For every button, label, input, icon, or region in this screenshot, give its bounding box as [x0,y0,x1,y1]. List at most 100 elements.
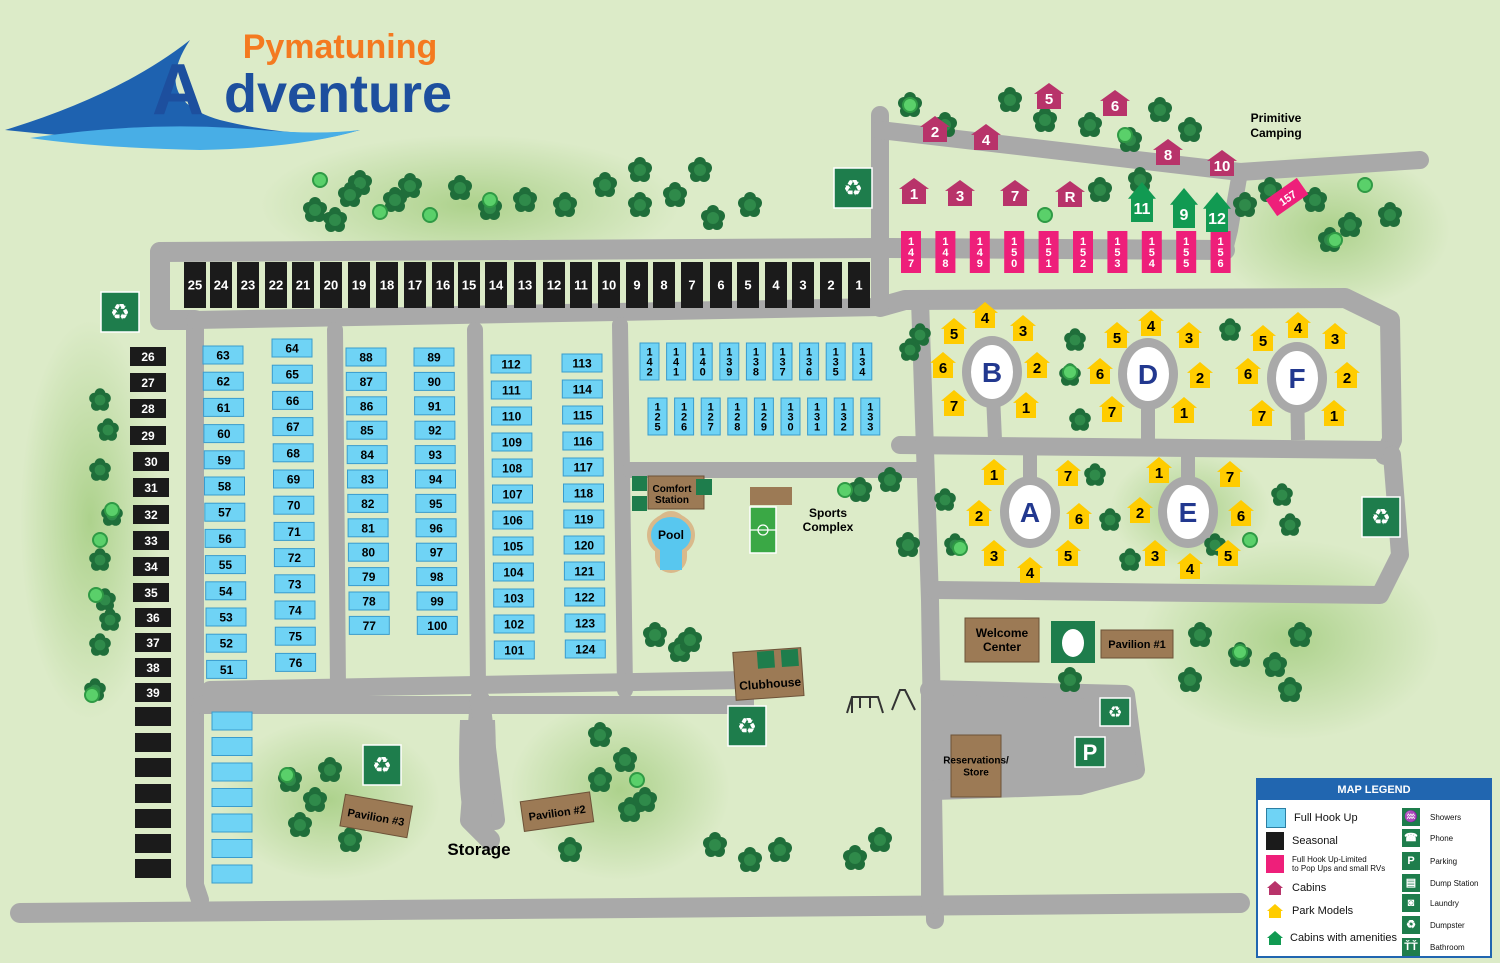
site-number: 70 [287,499,301,513]
site-number: 104 [503,566,523,580]
site-digit: 3 [753,357,759,369]
seasonal-site [135,859,171,878]
full-hook-up-site: 122 [564,587,606,607]
building-label: Pavilion #1 [1108,639,1165,651]
icon-box [1361,496,1401,538]
campsite-box [211,737,253,756]
tree-core [634,164,646,176]
park-model: 1 [1146,457,1172,483]
campsite-box [562,405,604,425]
legend-label: Cabins with amenities [1290,932,1397,944]
site-digit: 3 [787,412,793,424]
campsite-box [416,615,458,635]
site-digit: 3 [867,412,873,424]
site-number: 69 [287,473,301,487]
site-number: 10 [602,278,616,293]
seasonal-site: 3 [792,262,814,308]
house-number: 2 [1136,505,1144,522]
tree [738,847,762,872]
site-digit: 4 [700,357,707,369]
campsite-box [133,478,169,497]
tree [513,187,537,212]
house-shape [920,116,950,142]
house-shape [1285,312,1311,338]
house-shape [1024,352,1050,378]
seasonal-site: 13 [514,262,536,308]
campsite-box [348,615,390,635]
campsite-box [639,342,660,381]
campsite-box [563,509,605,529]
cabin: 2 [920,116,950,142]
icon-glyph: ♻ [1108,703,1122,722]
park-model-icon [1267,904,1283,918]
seasonal-site: 29 [130,426,166,445]
dumpster-icon: ♻ [833,167,873,209]
tree [1148,97,1172,122]
campsite-box [135,707,171,726]
house-shape [945,180,975,206]
building-label: Clubhouse [739,675,802,693]
house-number: 2 [1033,360,1041,377]
campsite-box [415,469,456,489]
site-number: 114 [573,383,593,397]
tree [303,197,327,222]
road [870,288,1402,465]
tree [1088,177,1112,202]
house-number: 7 [1064,468,1072,485]
house-number: 5 [950,326,958,343]
tree [1084,463,1106,486]
slide [891,689,916,711]
dumpster-icon: ♻ [1099,697,1131,727]
full-hook-up-site: 102 [493,614,535,634]
site-number: 63 [216,349,230,363]
full-hook-up-site: 90 [413,371,455,391]
campsite-box [203,397,245,417]
site-number: 37 [146,636,160,650]
shrub [1357,177,1373,193]
house-shape [1100,90,1130,116]
full-hook-up-site: 54 [205,581,247,601]
campsite-box [274,626,316,646]
full-hook-up-site: 110 [491,406,533,426]
campsite-box [135,859,171,878]
tree [338,827,362,852]
building-box [964,617,1040,663]
full-hook-up-site: 124 [564,639,606,659]
site-digit: 4 [942,247,949,259]
full-hook-up-swatch [1266,808,1286,828]
house-number: 1 [1330,408,1338,425]
campsite-box [710,262,732,308]
campsite-box [130,399,166,418]
full-hook-up-site: 66 [272,390,314,410]
laundry-icon [632,496,647,511]
campsite-box [491,458,533,478]
showers-icon [632,476,647,491]
full-hook-up-site: 103 [493,588,535,608]
campsite-box [1210,231,1231,273]
site-number: 102 [504,618,524,632]
site-number: 90 [428,375,442,389]
campsite-box [492,510,534,530]
park-model: 6 [930,352,956,378]
building-label: Reservations/ [943,756,1009,767]
legend-label: Full Hook Up-Limited [1292,855,1367,864]
legend-seasonal: Seasonal [1266,832,1338,850]
comfort-station [647,475,705,510]
campsite-box [490,380,532,400]
tree [99,608,121,631]
icon-box [833,167,873,209]
cabin-with-amenities: 12 [1203,192,1231,232]
site-number: 78 [362,595,376,609]
building-box [950,734,1002,798]
park-model: 2 [1334,362,1360,388]
campsite-box [1073,231,1093,273]
site-number: 112 [501,358,521,372]
house-number: 4 [982,132,991,149]
